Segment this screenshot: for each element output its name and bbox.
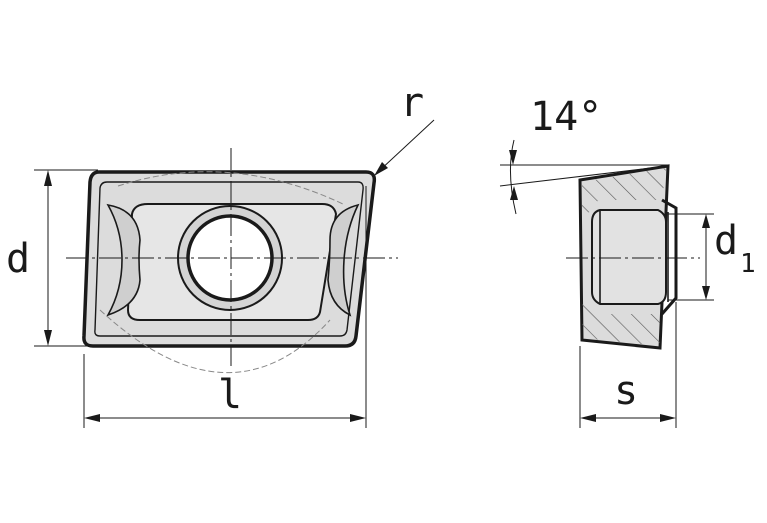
right-groove — [327, 203, 360, 317]
label-r: r — [400, 80, 424, 126]
side-hatch-bottom — [582, 300, 660, 346]
label-d1: d — [714, 218, 738, 264]
side-bore — [591, 209, 667, 305]
dimension-l: l — [83, 186, 367, 428]
phantom-arc-top — [117, 171, 346, 206]
dimension-d: d — [6, 169, 98, 347]
label-l: l — [218, 372, 242, 418]
side-hatch-top — [582, 168, 666, 214]
phantom-arc — [99, 309, 331, 373]
dimension-r: r — [374, 80, 435, 176]
label-d: d — [6, 236, 30, 282]
left-groove — [106, 203, 141, 317]
label-d1-subscript: 1 — [740, 249, 756, 279]
insert-land-line — [94, 181, 364, 337]
insert-front-view — [66, 148, 398, 373]
dimension-angle: 14° — [499, 94, 669, 215]
dimension-d1: d 1 — [668, 213, 756, 301]
dimension-s: s — [579, 302, 677, 428]
insert-side-view — [566, 164, 700, 350]
label-s: s — [614, 368, 638, 414]
label-angle: 14° — [530, 94, 602, 140]
side-counterbore — [660, 198, 678, 315]
